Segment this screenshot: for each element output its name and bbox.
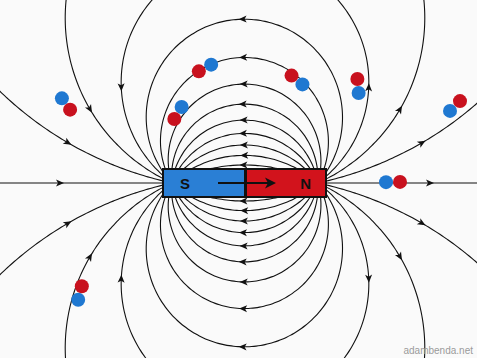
field-line [0, 58, 165, 181]
field-arrowhead [239, 258, 247, 265]
field-line [65, 186, 165, 358]
field-arrowhead [239, 100, 247, 107]
field-arrowhead [240, 278, 248, 285]
magnet-arrow [218, 182, 268, 184]
pole-letter: S [180, 176, 190, 191]
dipole-dot [63, 103, 77, 117]
field-arrowhead [239, 16, 247, 23]
field-arrowhead [365, 275, 372, 283]
dipole-dot [75, 279, 89, 293]
field-arrowhead [239, 197, 247, 204]
field-line [0, 182, 165, 183]
field-arrowhead [63, 218, 73, 228]
field-line [172, 188, 318, 262]
field-arrowhead [118, 83, 125, 91]
dipole-dot [192, 64, 206, 78]
dipole-dot [295, 77, 309, 91]
dipole-dot [453, 94, 467, 108]
dipole-dot [285, 69, 299, 83]
field-line [160, 187, 328, 308]
field-arrowhead [395, 251, 405, 261]
field-arrowhead [240, 80, 248, 87]
field-line [172, 104, 318, 178]
magnet-arrowhead [265, 178, 276, 189]
field-arrowhead [240, 207, 248, 214]
magnet-pole: N [245, 168, 327, 198]
dipole-dot [350, 72, 364, 86]
field-arrowhead [240, 141, 248, 148]
field-arrowhead [118, 275, 125, 283]
field-arrowhead [85, 251, 95, 261]
field-arrowhead [239, 305, 247, 312]
field-arrowhead [85, 104, 95, 114]
dipole-dot [175, 100, 189, 114]
dipole-dot [352, 86, 366, 100]
field-line [325, 73, 477, 181]
watermark: adambenda.net [403, 345, 473, 356]
pole-letter: N [300, 176, 311, 191]
dipole-dot [71, 293, 85, 307]
field-arrowhead [63, 138, 73, 148]
field-arrowhead [56, 180, 64, 187]
field-arrowhead [239, 130, 247, 137]
field-arrowhead [417, 218, 427, 228]
field-line [160, 57, 328, 178]
field-arrowhead [240, 217, 248, 224]
field-line [325, 185, 477, 293]
field-arrowhead [240, 116, 248, 123]
field-arrowhead [239, 54, 247, 61]
field-arrowhead [426, 180, 434, 187]
field-arrowhead [240, 242, 248, 249]
dipole-dot [393, 175, 407, 189]
field-line [146, 187, 342, 346]
dipole-dot [204, 58, 218, 72]
field-arrowhead [239, 229, 247, 236]
field-arrowhead [395, 104, 405, 114]
dipole-dot [443, 104, 457, 118]
field-line [298, 0, 369, 179]
dipole-dot [55, 91, 69, 105]
field-line [65, 0, 165, 180]
field-line [0, 185, 165, 308]
field-arrowhead [417, 138, 427, 148]
dipole-dot [167, 112, 181, 126]
dipole-dot [379, 175, 393, 189]
magnet-pole: S [162, 168, 246, 198]
field-line [324, 0, 424, 180]
field-arrowhead [239, 343, 247, 350]
field-line [168, 84, 321, 177]
field-line [121, 0, 192, 179]
field-arrowhead [365, 83, 372, 91]
field-line [146, 19, 342, 178]
field-arrowhead [240, 152, 248, 159]
